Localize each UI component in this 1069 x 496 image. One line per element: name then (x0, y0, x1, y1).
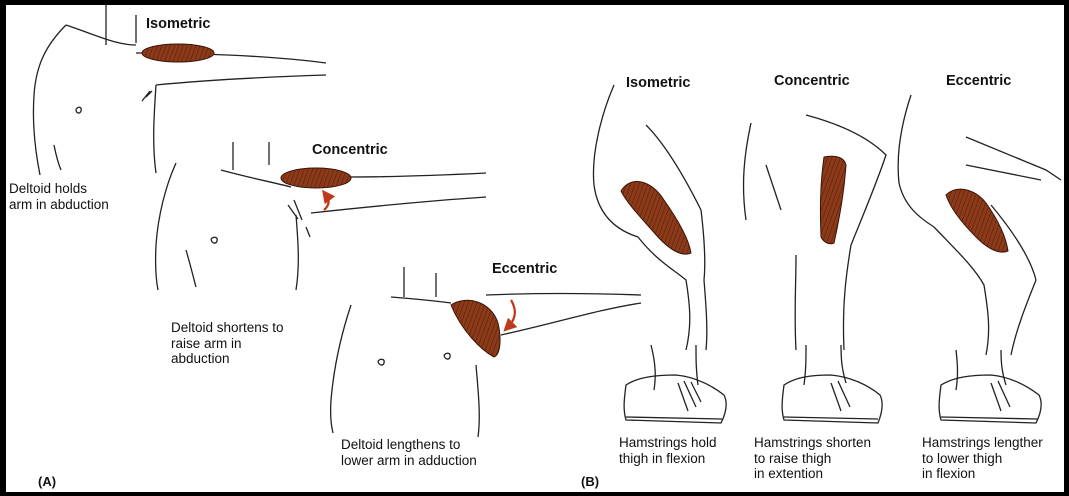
b-concentric-title: Concentric (774, 73, 850, 89)
hamstring-isometric-muscle (621, 181, 691, 254)
a-concentric-caption: Deltoid shortens to raise arm in abducti… (171, 320, 284, 367)
a-eccentric-caption: Deltoid lengthens to lower arm in adduct… (341, 437, 477, 468)
a-eccentric-title: Eccentric (492, 261, 557, 277)
hamstring-eccentric-muscle (946, 189, 1008, 252)
b-eccentric-title: Eccentric (946, 73, 1011, 89)
figure-frame: Isometric Deltoid holds arm in abduction… (6, 5, 1064, 492)
hamstring-concentric-muscle (820, 156, 846, 243)
panel-a-tag: (A) (38, 474, 56, 489)
deltoid-isometric-muscle (142, 44, 214, 62)
leg-isometric-figure (593, 85, 726, 423)
a-concentric-title: Concentric (312, 142, 388, 158)
a-isometric-title: Isometric (146, 16, 210, 32)
b-concentric-caption: Hamstrings shorten to raise thigh in ext… (754, 435, 871, 482)
b-isometric-title: Isometric (626, 75, 690, 91)
leg-eccentric-figure (898, 95, 1061, 423)
shoulder-concentric-figure (156, 142, 486, 290)
leg-concentric-figure (744, 115, 886, 423)
panel-b-tag: (B) (581, 474, 599, 489)
b-isometric-caption: Hamstrings hold thigh in flexion (619, 435, 717, 466)
deltoid-concentric-muscle (281, 168, 351, 188)
deltoid-eccentric-muscle (451, 300, 500, 357)
illustration (6, 5, 1064, 492)
eccentric-motion-arrow (508, 300, 515, 327)
a-isometric-caption: Deltoid holds arm in abduction (9, 181, 109, 212)
concentric-motion-arrow (324, 195, 329, 210)
b-eccentric-caption: Hamstrings lengther to lower thigh in fl… (922, 435, 1043, 482)
